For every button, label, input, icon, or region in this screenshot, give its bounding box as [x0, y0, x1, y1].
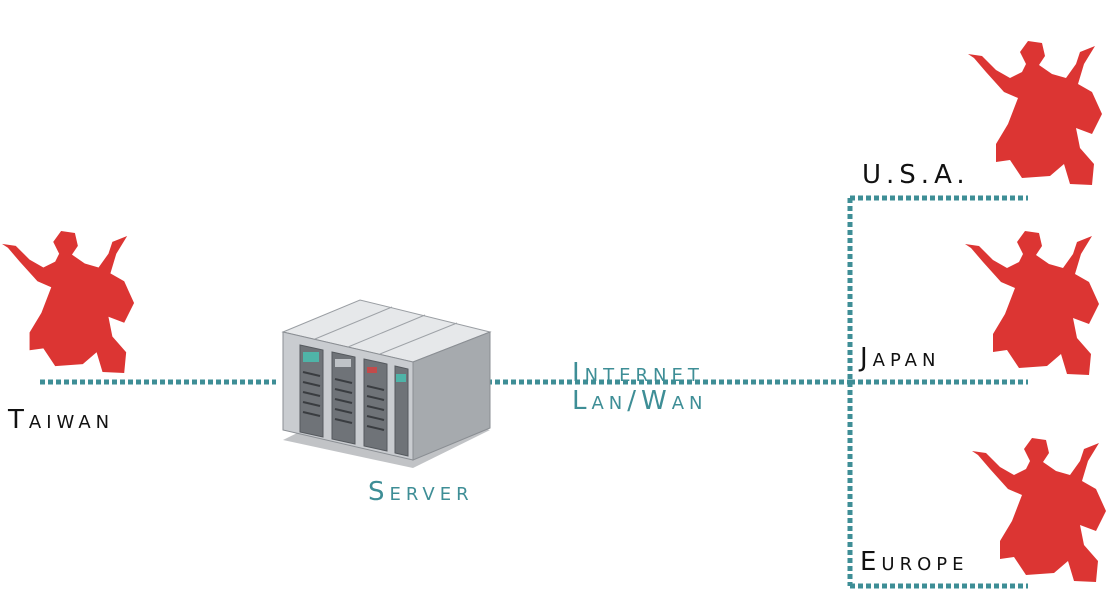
- person-europe-icon: [972, 438, 1106, 582]
- connection-lines: [40, 195, 1028, 589]
- server-rack-icon: [281, 299, 492, 468]
- label-usa: U.S.A.: [862, 160, 970, 190]
- label-japan: Japan: [860, 343, 941, 373]
- label-europe: Europe: [860, 547, 969, 577]
- label-server: Server: [368, 477, 474, 507]
- label-taiwan: Taiwan: [8, 405, 115, 435]
- person-taiwan-icon: [1, 231, 135, 373]
- person-usa-icon: [968, 41, 1102, 185]
- label-lan-wan: Lan/Wan: [572, 386, 708, 416]
- person-japan-icon: [965, 231, 1099, 375]
- label-internet: Internet: [572, 358, 704, 388]
